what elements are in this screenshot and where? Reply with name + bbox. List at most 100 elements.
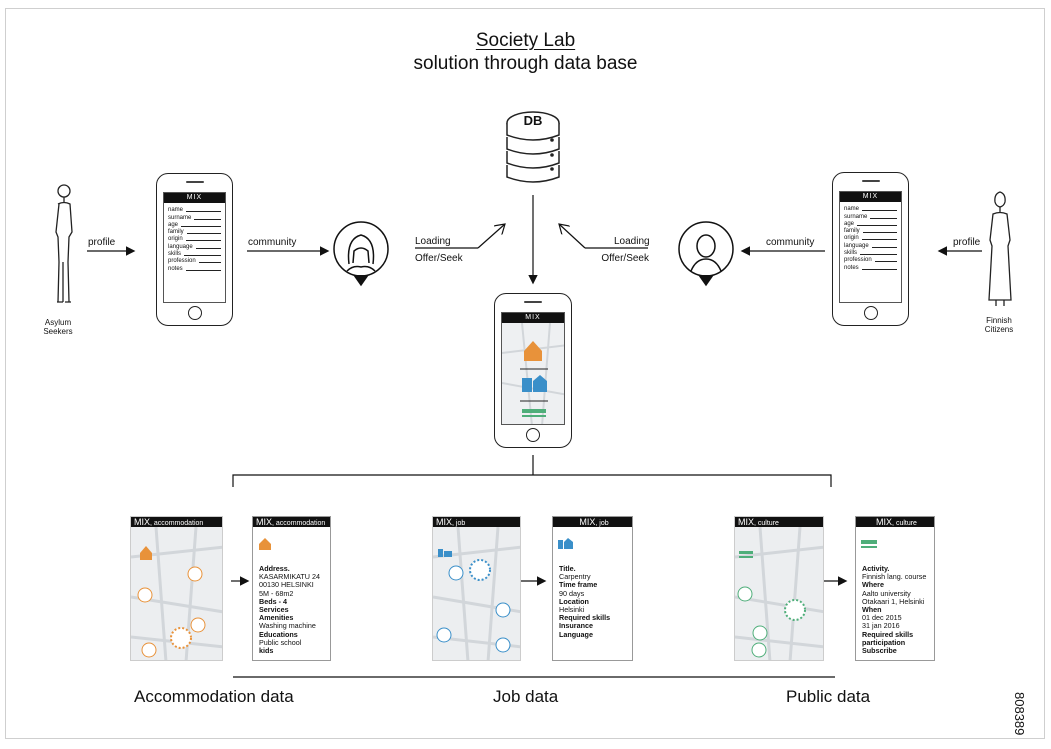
form-field-notes[interactable]: notes: [840, 263, 901, 271]
form-field-label: age: [844, 220, 855, 227]
form-field-line: [185, 240, 221, 242]
card-field-heading: Services: [259, 605, 289, 615]
job-map-screen: MIX, job: [432, 516, 521, 661]
app-bar: MIX: [164, 193, 225, 203]
right-community-label: community: [766, 237, 815, 248]
right-profile-label: profile: [953, 237, 981, 248]
form-field-label: language: [844, 242, 869, 249]
card-field-value: Aalto university: [862, 588, 911, 598]
phone-speaker: [524, 301, 542, 303]
form-field-family[interactable]: family: [164, 228, 225, 235]
form-field-label: profession: [844, 257, 872, 264]
form-field-label: notes: [168, 265, 183, 272]
left-loading-label: Loading: [415, 236, 451, 247]
left-community-label: community: [248, 237, 297, 248]
form-field-line: [198, 262, 221, 264]
diagram-subtitle: solution through data base: [413, 53, 638, 74]
phone-home-button[interactable]: [863, 306, 878, 320]
form-field-age[interactable]: age: [840, 220, 901, 227]
card-field-heading: Language: [559, 629, 593, 639]
right-loading-label: Loading: [614, 236, 650, 247]
form-field-language[interactable]: language: [164, 242, 225, 250]
form-field-skills[interactable]: skills: [164, 250, 225, 257]
app-bar: MIX: [502, 313, 564, 323]
phone-home-button[interactable]: [187, 306, 202, 320]
category-menu: [502, 323, 564, 424]
card-field-heading: Activity.: [862, 564, 890, 573]
map-bar-sub: ,: [452, 520, 456, 527]
card-field-value: Helsinki: [559, 605, 585, 615]
form-field-profession[interactable]: profession: [164, 257, 225, 264]
form-field-label: name: [844, 206, 860, 213]
form-field-skills[interactable]: skills: [840, 249, 901, 256]
form-field-line: [861, 239, 897, 241]
form-field-name[interactable]: name: [164, 206, 225, 213]
map-bar-sub: ,: [754, 520, 758, 527]
culture-detail-card: MIX, culture Activity.Finnish lang. cour…: [855, 516, 935, 661]
form-field-line: [862, 232, 897, 234]
db-label: DB: [523, 113, 543, 128]
form-field-surname[interactable]: surname: [840, 212, 901, 220]
card-field-heading: Subscribe: [862, 646, 897, 656]
form-field-label: notes: [844, 264, 859, 271]
card-field-value: Finnish lang. course: [862, 572, 927, 582]
form-field-line: [185, 269, 221, 271]
phone-home-button[interactable]: [526, 428, 540, 442]
job-section-label: Job data: [493, 687, 559, 706]
map-brand: MIX: [436, 517, 453, 527]
form-field-label: origin: [844, 235, 859, 242]
map-brand: MIX: [738, 517, 755, 527]
form-field-label: name: [168, 207, 184, 214]
diagram-title: Society Lab: [475, 30, 576, 51]
form-field-label: surname: [844, 213, 868, 220]
form-field-line: [871, 246, 897, 248]
form-field-surname[interactable]: surname: [164, 213, 225, 221]
form-field-label: origin: [168, 236, 183, 243]
card-bar-category: job: [599, 520, 609, 527]
form-field-label: profession: [168, 258, 196, 265]
form-field-line: [194, 218, 221, 220]
culture-icon: [861, 540, 877, 548]
card-field-heading: participation: [862, 637, 906, 647]
left-profile-label: profile: [88, 237, 116, 248]
card-brand: MIX: [876, 517, 893, 527]
form-field-name[interactable]: name: [840, 205, 901, 212]
accommodation-detail-card: MIX, accommodation Address.KASARMIKATU 2…: [252, 516, 331, 661]
form-field-profession[interactable]: profession: [840, 256, 901, 263]
card-field-heading: Time frame: [559, 580, 598, 590]
form-field-family[interactable]: family: [840, 227, 901, 234]
asylum-seeker-figure-icon: [55, 184, 73, 303]
form-field-line: [186, 211, 221, 213]
card-field-value: 90 days: [559, 588, 585, 598]
accommodation-map: [131, 526, 222, 660]
form-field-origin[interactable]: origin: [164, 235, 225, 242]
form-field-line: [861, 268, 897, 270]
form-field-age[interactable]: age: [164, 221, 225, 228]
finnish-citizen-figure-icon: [988, 191, 1012, 306]
arrow-left-to-db: [477, 224, 505, 249]
card-field-value: Public school: [259, 637, 302, 647]
card-field-value: Otakaari 1, Helsinki: [862, 596, 925, 606]
accommodation-section-label: Accommodation data: [134, 687, 294, 706]
left-community-avatar-icon: [333, 221, 389, 287]
form-field-notes[interactable]: notes: [164, 264, 225, 272]
card-field-value: KASARMIKATU 24: [259, 572, 320, 582]
form-field-label: skills: [168, 251, 181, 258]
map-bar-sub: ,: [150, 520, 154, 527]
right-offer-seek-label: Offer/Seek: [601, 253, 649, 264]
form-field-line: [857, 224, 897, 226]
card-field-heading: When: [862, 605, 882, 615]
culture-category-icon: [522, 409, 546, 417]
form-field-label: language: [168, 243, 193, 250]
form-field-language[interactable]: language: [840, 241, 901, 249]
form-field-origin[interactable]: origin: [840, 234, 901, 241]
